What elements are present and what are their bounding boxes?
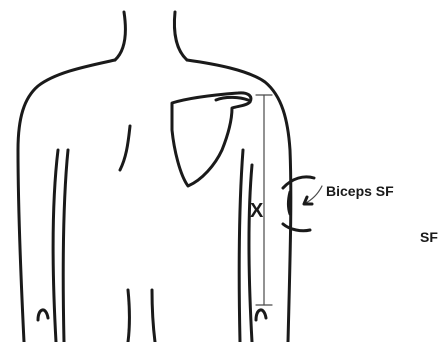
- spine-curve: [120, 126, 130, 170]
- cropped-sf-label: SF: [420, 229, 438, 245]
- right-torso-line: [239, 150, 243, 342]
- site-x-mark: X: [250, 200, 264, 222]
- right-inner-arm-line: [249, 165, 252, 342]
- neck-left-outline: [115, 12, 125, 60]
- scapula-spine: [216, 97, 248, 100]
- left-inner-arm-line: [53, 150, 58, 342]
- skinfold-pinch-side: [289, 192, 291, 214]
- left-torso-line: [63, 150, 68, 342]
- lower-back-left: [128, 290, 130, 342]
- skinfold-pinch-bottom: [283, 224, 310, 231]
- neck-right-outline: [174, 12, 187, 60]
- biceps-label: Biceps SF: [326, 183, 394, 199]
- left-elbow-mark: [38, 310, 48, 320]
- right-elbow-mark: [256, 310, 266, 320]
- left-shoulder-arm-outline: [18, 60, 115, 342]
- scapula: [172, 93, 251, 186]
- skinfold-pinch-top: [283, 177, 314, 188]
- lower-back-right: [152, 290, 155, 342]
